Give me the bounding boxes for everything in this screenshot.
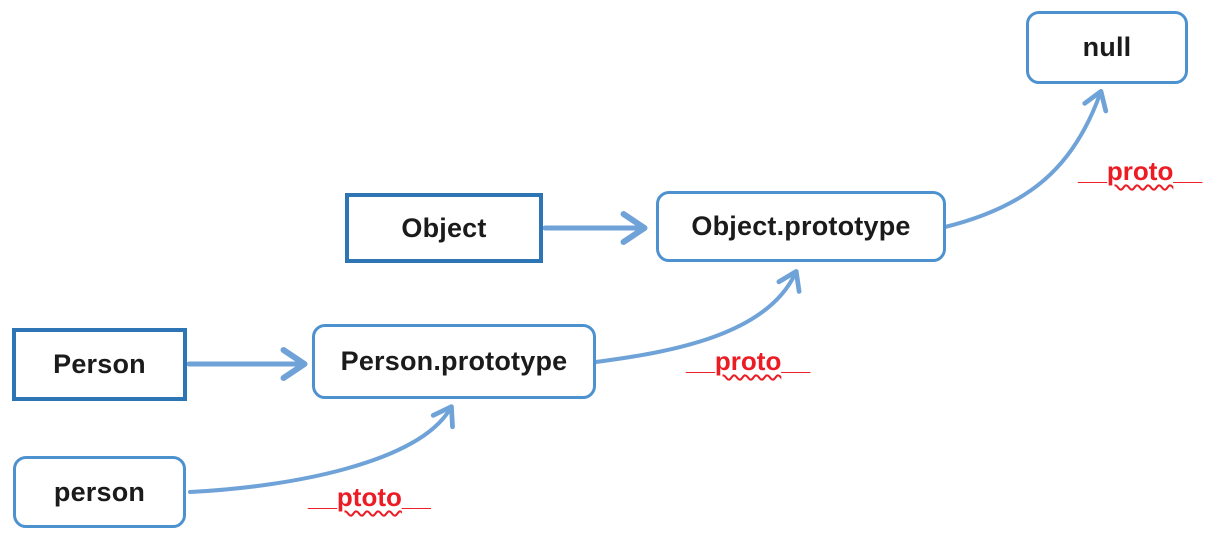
object-prototype-box: Object.prototype bbox=[656, 191, 946, 262]
person-prototype-label: Person.prototype bbox=[340, 346, 568, 376]
null-box-label: null bbox=[1082, 32, 1132, 62]
person-constructor-box: Person bbox=[12, 328, 187, 401]
ptoto-label-suffix: __ bbox=[401, 482, 431, 512]
proto-label-prefix: __ bbox=[686, 346, 715, 376]
proto-label-word: proto bbox=[1106, 156, 1174, 186]
proto-label-suffix: __ bbox=[781, 346, 811, 376]
person-instance-label: person bbox=[53, 476, 146, 507]
object-prototype-label: Object.prototype bbox=[691, 211, 911, 241]
ptoto-label-word: ptoto bbox=[336, 482, 402, 512]
person-prototype-box: Person.prototype bbox=[312, 324, 596, 399]
null-box: null bbox=[1026, 11, 1188, 84]
proto-arrow-person-instance-to-person-prototype bbox=[188, 404, 455, 494]
person-constructor-label: Person bbox=[53, 349, 146, 379]
proto-arrow-person-prototype-to-object-prototype bbox=[594, 269, 802, 364]
proto-label-person-prototype-to-object-prototype: __proto__ bbox=[686, 346, 810, 377]
ptoto-label-person-instance-to-person-prototype: __ptoto__ bbox=[308, 482, 431, 513]
proto-arrow-object-prototype-to-null bbox=[943, 88, 1109, 229]
proto-label-suffix: __ bbox=[1173, 156, 1203, 186]
proto-label-prefix: __ bbox=[1078, 156, 1107, 186]
object-constructor-label: Object bbox=[401, 212, 487, 243]
proto-label-object-prototype-to-null: __proto__ bbox=[1078, 156, 1202, 187]
proto-label-word: proto bbox=[714, 346, 782, 376]
ptoto-label-prefix: __ bbox=[308, 482, 337, 512]
object-constructor-box: Object bbox=[345, 193, 543, 263]
person-instance-box: person bbox=[13, 456, 186, 528]
